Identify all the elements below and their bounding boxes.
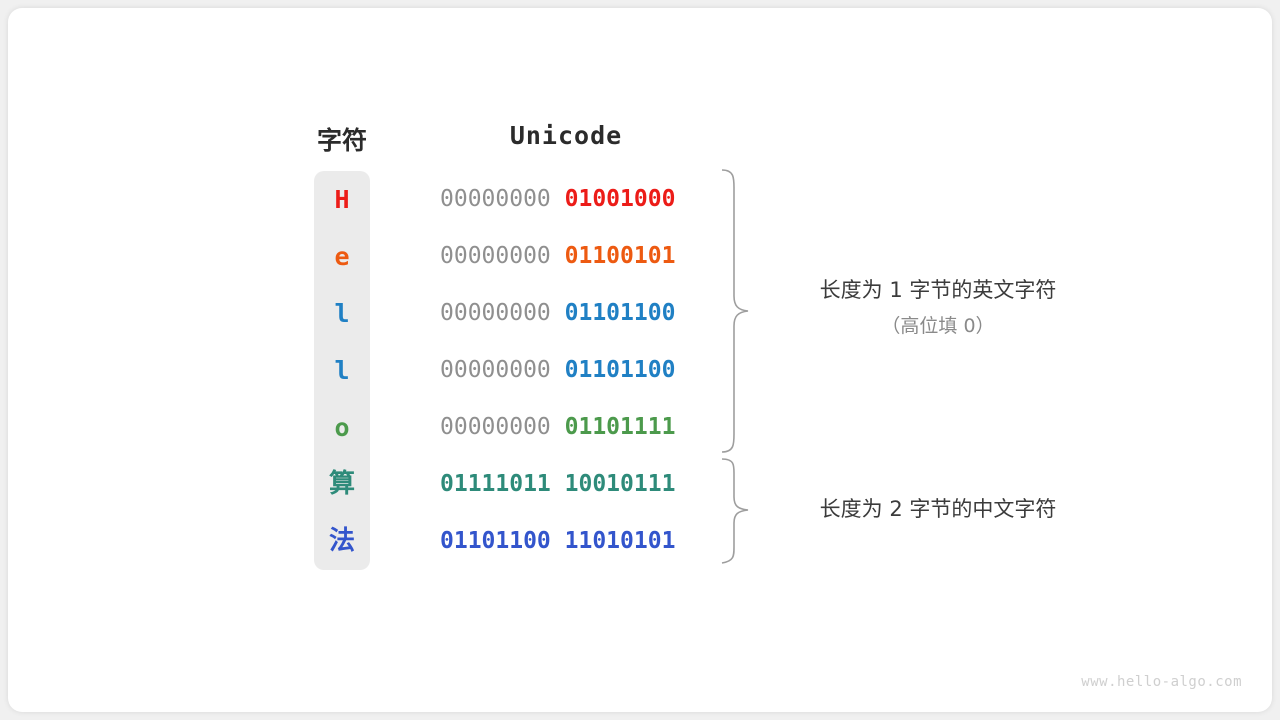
row-high-byte: 01111011 xyxy=(440,471,551,497)
row-character: 算 xyxy=(328,469,355,499)
encoding-row: 算 01111011 10010111 xyxy=(8,456,1272,513)
row-low-byte: 01100101 xyxy=(564,243,676,269)
row-low-byte: 11010101 xyxy=(564,528,676,554)
annotation-one-byte-line1: 长度为 1 字节的英文字符 xyxy=(819,278,1057,302)
brace-one-byte-group xyxy=(721,169,749,453)
row-unicode-bits: 00000000 01101111 xyxy=(440,399,692,456)
row-unicode-bits: 01101100 11010101 xyxy=(440,513,692,570)
brace-two-byte-group xyxy=(721,458,749,564)
watermark-url: www.hello-algo.com xyxy=(1081,674,1242,690)
encoding-row: H 00000000 01001000 xyxy=(8,171,1272,228)
row-high-byte: 00000000 xyxy=(440,357,551,383)
row-character: l xyxy=(334,356,350,385)
row-high-byte: 00000000 xyxy=(440,243,551,269)
row-character: l xyxy=(334,299,350,328)
header-unicode-column: Unicode xyxy=(509,121,623,150)
row-low-byte: 01101111 xyxy=(564,414,676,440)
row-high-byte: 00000000 xyxy=(440,414,551,440)
row-character: 法 xyxy=(328,526,355,556)
row-character: o xyxy=(334,413,350,442)
row-low-byte: 10010111 xyxy=(564,471,676,497)
row-low-byte: 01101100 xyxy=(564,300,676,326)
row-character: H xyxy=(334,185,350,214)
row-unicode-bits: 00000000 01101100 xyxy=(440,342,692,399)
annotation-one-byte: 长度为 1 字节的英文字符 （高位填 0） xyxy=(768,272,1108,344)
annotation-two-byte-line1: 长度为 2 字节的中文字符 xyxy=(819,497,1057,521)
row-low-byte: 01101100 xyxy=(564,357,676,383)
row-unicode-bits: 00000000 01100101 xyxy=(440,228,692,285)
row-low-byte: 01001000 xyxy=(564,186,676,212)
row-high-byte: 00000000 xyxy=(440,300,551,326)
encoding-row: l 00000000 01101100 xyxy=(8,342,1272,399)
encoding-row: e 00000000 01100101 xyxy=(8,228,1272,285)
char-column-background xyxy=(314,171,370,570)
encoding-row: 法 01101100 11010101 xyxy=(8,513,1272,570)
header-char-column: 字符 xyxy=(316,126,367,155)
encoding-row: o 00000000 01101111 xyxy=(8,399,1272,456)
encoding-row: l 00000000 01101100 xyxy=(8,285,1272,342)
row-unicode-bits: 01111011 10010111 xyxy=(440,456,692,513)
annotation-one-byte-line2: （高位填 0） xyxy=(881,315,995,337)
row-high-byte: 01101100 xyxy=(440,528,551,554)
diagram-canvas: 字符 Unicode H 00000000 01001000 e 00000000 0… xyxy=(8,8,1272,712)
row-high-byte: 00000000 xyxy=(440,186,551,212)
annotation-two-byte: 长度为 2 字节的中文字符 xyxy=(768,491,1108,527)
row-unicode-bits: 00000000 01101100 xyxy=(440,285,692,342)
row-unicode-bits: 00000000 01001000 xyxy=(440,171,692,228)
row-character: e xyxy=(334,242,350,271)
